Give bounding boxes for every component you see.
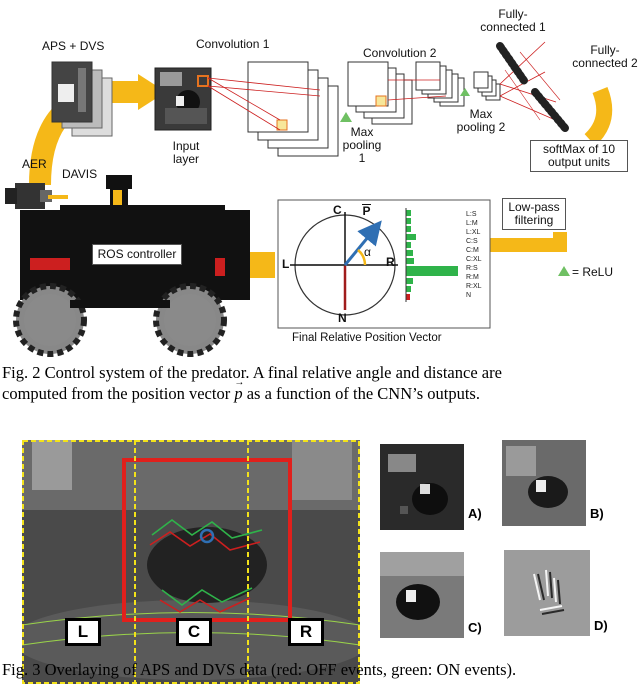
relu-marker-2 <box>460 88 470 96</box>
maxpool2-stack <box>473 71 501 101</box>
label-aer: AER <box>22 157 47 171</box>
region-label-r: R <box>288 618 324 646</box>
fig2-caption-line2: computed from the position vector p→ as … <box>2 377 480 403</box>
vector-arrow-icon: → <box>234 377 245 388</box>
figure-2: APS + DVS AER DAVIS Input layer Convolut… <box>2 7 638 404</box>
output-label: N <box>466 292 472 299</box>
output-label: L:XL <box>466 229 481 236</box>
output-bars <box>406 210 458 300</box>
relu-legend-triangle <box>558 266 570 276</box>
alpha-arc <box>357 249 367 266</box>
label-input-layer: Input layer <box>172 139 200 166</box>
lowpass-box: Low-pass filtering <box>502 198 566 230</box>
region-label-c: C <box>176 618 212 646</box>
label-aps-dvs: APS + DVS <box>42 39 105 53</box>
label-maxpool1: Max pooling 1 <box>342 125 382 165</box>
figure-3: L C R A) B) C) D) Fig. 3 Overlaying of A… <box>0 410 640 685</box>
axis-c: C <box>333 203 342 217</box>
output-label: L:S <box>466 211 477 218</box>
output-label: R:S <box>466 265 478 272</box>
output-label: R:M <box>466 274 479 281</box>
alpha-label: α <box>364 245 371 259</box>
thumb-a-image <box>380 444 464 530</box>
softmax-box: softMax of 10 output units <box>530 140 628 172</box>
conv1-stack <box>247 61 339 157</box>
p-vector-label: P <box>362 204 371 218</box>
fc2-arrow <box>584 87 613 146</box>
thumb-b-image <box>502 440 586 526</box>
robot <box>5 175 250 357</box>
thumb-c-image <box>380 552 464 638</box>
output-label: C:S <box>466 238 478 245</box>
relu-marker-1 <box>340 112 352 122</box>
label-fc1: Fully-connected 1 <box>480 7 546 34</box>
label-conv2: Convolution 2 <box>363 46 437 60</box>
target-marker <box>199 528 215 544</box>
p-vector-symbol: p→ <box>234 377 244 403</box>
thumb-label-c: C) <box>468 620 482 635</box>
axis-r: R <box>386 255 395 269</box>
p-vector-line <box>343 220 382 266</box>
output-label: L:M <box>466 220 478 227</box>
fc1-column <box>496 42 529 86</box>
output-label: R:XL <box>466 283 482 290</box>
conv2-stack <box>415 61 465 107</box>
axis-n: N <box>338 311 347 325</box>
label-fc2: Fully-connected 2 <box>572 43 638 70</box>
input-layer-image <box>154 67 212 131</box>
lowpass-arrow <box>490 232 567 252</box>
output-labels: L:S L:M L:XL C:S C:M C:XL R:S R:M R:XL N <box>466 210 482 300</box>
fc2-column <box>531 88 569 132</box>
thumb-label-a: A) <box>468 506 482 521</box>
fig2-diagram <box>5 41 613 357</box>
region-label-l: L <box>65 618 101 646</box>
aps-dvs-stack <box>51 61 113 137</box>
axis-l: L <box>282 257 290 271</box>
final-vector-label: Final Relative Position Vector <box>292 332 442 344</box>
label-davis: DAVIS <box>62 167 98 181</box>
thumb-label-b: B) <box>590 506 604 521</box>
label-maxpool2: Max pooling 2 <box>456 107 506 134</box>
output-label: C:M <box>466 247 479 254</box>
output-label: C:XL <box>466 256 482 263</box>
aer-arrow-head <box>138 74 166 110</box>
thumb-label-d: D) <box>594 618 608 633</box>
fig3-caption: Fig. 3 Overlaying of APS and DVS data (r… <box>2 660 517 679</box>
maxpool1-stack <box>347 61 413 125</box>
relu-legend-text: = ReLU <box>572 265 614 279</box>
fig2-caption-line1: Fig. 2 Control system of the predator. A… <box>2 363 502 382</box>
label-conv1: Convolution 1 <box>196 37 270 51</box>
aps-dvs-overlay-image <box>22 440 360 684</box>
thumb-d-image <box>504 550 590 636</box>
ros-controller-box: ROS controller <box>92 244 182 265</box>
